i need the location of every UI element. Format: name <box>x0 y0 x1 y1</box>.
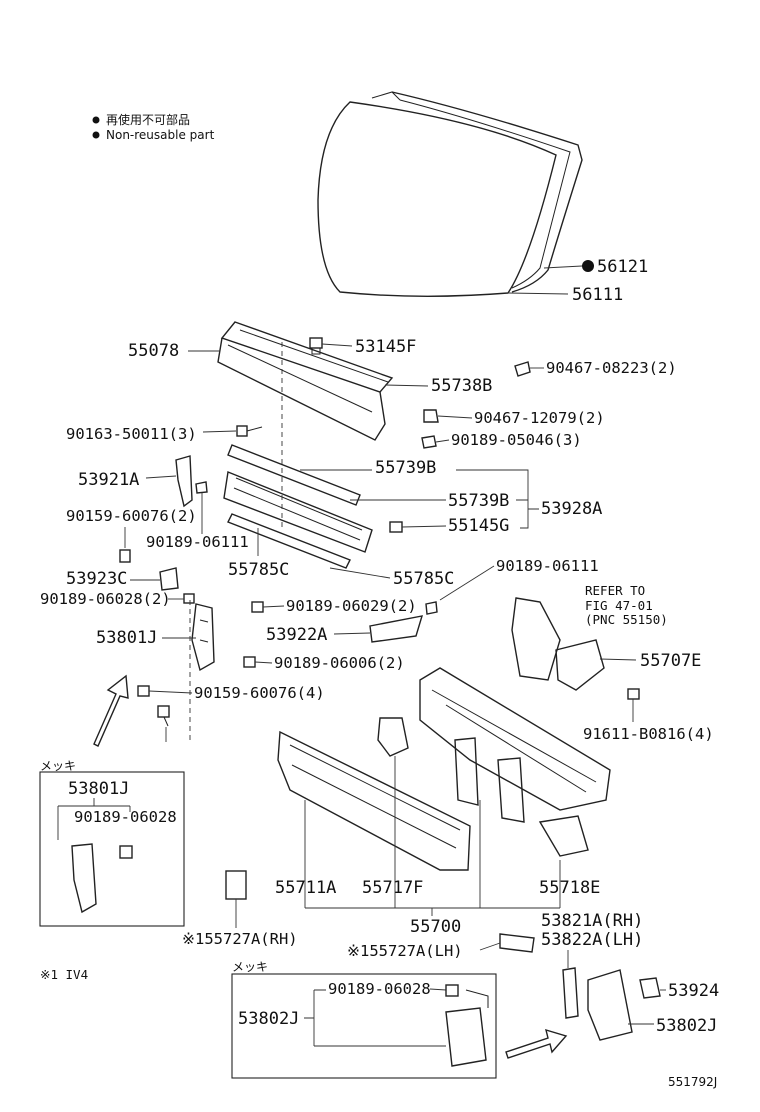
label-53922A: 53922A <box>266 625 327 645</box>
label-55727A-lh: ※155727A(LH) <box>347 942 463 960</box>
label-refer-to: REFER TO <box>585 583 645 598</box>
grille-55739B-upper <box>227 444 361 506</box>
label-55707E: 55707E <box>640 651 701 671</box>
label-55739B-a: 55739B <box>375 458 436 478</box>
box2-corner-piece <box>445 989 489 1067</box>
bolt-91551-80614-icon <box>157 705 170 727</box>
plated-variant-box-2 <box>231 973 497 1079</box>
box2-clip-icon <box>445 984 459 997</box>
clip-90189-05046-icon <box>421 435 437 449</box>
label-90467-12079: 90467-12079(2) <box>474 409 605 427</box>
label-fig: FIG 47-01 <box>585 598 653 613</box>
label-90189-06029: 90189-06029(2) <box>286 597 417 615</box>
label-55785C-a: 55785C <box>228 560 289 580</box>
label-box2-53802J: 53802J <box>238 1009 299 1029</box>
label-53821A: 53821A(RH) <box>541 911 643 931</box>
label-55145G: 55145G <box>448 516 509 536</box>
molding-53821A <box>562 967 579 1019</box>
label-90159-60076-2: 90159-60076(2) <box>66 507 197 525</box>
plate-55727A-rh <box>225 870 247 900</box>
label-90189-05046: 90189-05046(3) <box>451 431 582 449</box>
label-90189-06111-b: 90189-06111 <box>496 557 599 575</box>
clip-53145F-icon <box>309 337 323 355</box>
label-53923C: 53923C <box>66 569 127 589</box>
bracket-53923C <box>159 567 179 591</box>
panel-55711A <box>277 730 471 871</box>
label-90467-08223: 90467-08223(2) <box>546 359 677 377</box>
windshield-glass <box>317 91 583 297</box>
bracket-55717F <box>377 717 409 757</box>
label-55717F: 55717F <box>362 878 423 898</box>
bolt-90159-60076-4-icon <box>137 685 150 697</box>
label-90163-50011: 90163-50011(3) <box>66 425 197 443</box>
support-55707E <box>511 597 605 691</box>
clip-90189-06028-icon <box>183 593 195 604</box>
plate-55727A-lh <box>499 933 535 953</box>
label-box1-90189-06028: 90189-06028 <box>74 808 177 826</box>
label-53928A: 53928A <box>541 499 602 519</box>
clip-right-icon <box>425 601 438 615</box>
nut-90467-08223-icon <box>514 361 531 377</box>
label-box1-53801J: 53801J <box>68 779 129 799</box>
grille-55785C-lower <box>227 513 351 569</box>
label-53822A: 53822A(LH) <box>541 930 643 950</box>
label-55738B: 55738B <box>431 376 492 396</box>
clip-55145G-icon <box>389 521 403 533</box>
label-55711A: 55711A <box>275 878 336 898</box>
corner-53802J <box>587 969 633 1041</box>
label-90159-60076-4: 90159-60076(4) <box>194 684 325 702</box>
label-55785C-b: 55785C <box>393 569 454 589</box>
trim-53922A <box>369 615 424 643</box>
legend-en: Non-reusable part <box>106 128 215 142</box>
label-53145F: 53145F <box>355 337 416 357</box>
figure-id: 551792J <box>668 1075 717 1089</box>
label-55727A-rh: ※155727A(RH) <box>182 930 298 948</box>
label-90189-06006: 90189-06006(2) <box>274 654 405 672</box>
cowl-panel-55078 <box>217 321 394 441</box>
label-53921A: 53921A <box>78 470 139 490</box>
box1-bracket <box>71 843 133 914</box>
headlamp-bracket-53801J <box>191 603 215 672</box>
non-reusable-dot-icon <box>92 116 100 124</box>
bolt-91611-icon <box>627 688 640 700</box>
label-mekki-1: メッキ <box>40 759 76 773</box>
label-53924: 53924 <box>668 981 719 1001</box>
label-91611-B0816: 91611-B0816(4) <box>583 725 714 743</box>
lower-direction-arrow-icon <box>505 1028 568 1059</box>
label-90189-06111-a: 90189-06111 <box>146 533 249 551</box>
plated-variant-box-1 <box>39 771 185 927</box>
bolt-90189-06006-icon <box>243 656 256 668</box>
non-reusable-mark-icon <box>582 260 594 272</box>
non-reusable-dot-icon <box>92 131 100 139</box>
bracket-53921A <box>175 455 193 508</box>
label-56111: 56111 <box>572 285 623 305</box>
label-53801J: 53801J <box>96 628 157 648</box>
note-iv4: ※1 IV4 <box>40 967 88 982</box>
front-direction-arrow-icon <box>93 674 129 747</box>
grille-main <box>223 471 373 553</box>
label-55718E: 55718E <box>539 878 600 898</box>
label-55739B-b: 55739B <box>448 491 509 511</box>
label-mekki-2: メッキ <box>232 960 268 974</box>
legend: 再使用不可部品 Non-reusable part <box>92 112 215 142</box>
bolt-90189-06029-icon <box>251 601 264 613</box>
dash-panel-55700 <box>419 667 611 857</box>
label-55078: 55078 <box>128 341 179 361</box>
label-box2-90189-06028: 90189-06028 <box>328 980 431 998</box>
label-90189-06028-2: 90189-06028(2) <box>40 590 171 608</box>
clip-90467-12079-icon <box>423 409 439 423</box>
label-53802J: 53802J <box>656 1016 717 1036</box>
screw-90163-50011-icon <box>236 425 263 437</box>
label-56121: 56121 <box>597 257 648 277</box>
label-55700: 55700 <box>410 917 461 937</box>
bolt-90159-60076-icon <box>119 549 131 563</box>
clip-90189-06111-icon <box>195 481 208 494</box>
label-pnc: (PNC 55150) <box>585 612 668 627</box>
clip-53924-icon <box>639 977 661 999</box>
legend-jp: 再使用不可部品 <box>106 112 190 127</box>
